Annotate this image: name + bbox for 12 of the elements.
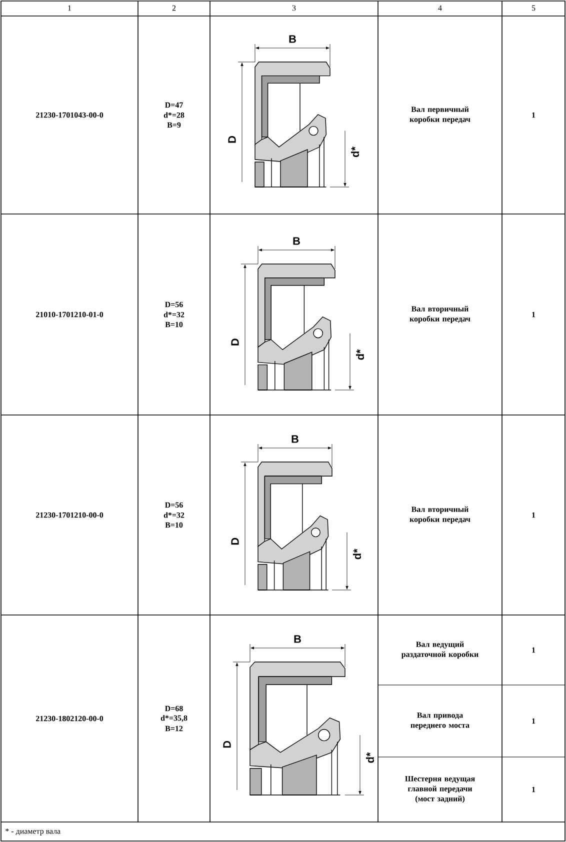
dimension-label: B — [292, 435, 298, 443]
dimension-label: B — [294, 635, 301, 643]
dimension-label: B — [289, 35, 296, 43]
dimension-label: D — [223, 740, 231, 748]
dimension-label: d* — [350, 146, 360, 158]
dimension-label: d* — [352, 548, 362, 560]
dimension-label: d* — [366, 752, 374, 763]
dimension-label: B — [293, 237, 300, 245]
dimension-label: D — [231, 338, 239, 346]
dimension-label: d* — [356, 349, 364, 360]
dimension-label: D — [228, 136, 236, 143]
dimension-label: D — [231, 538, 239, 545]
